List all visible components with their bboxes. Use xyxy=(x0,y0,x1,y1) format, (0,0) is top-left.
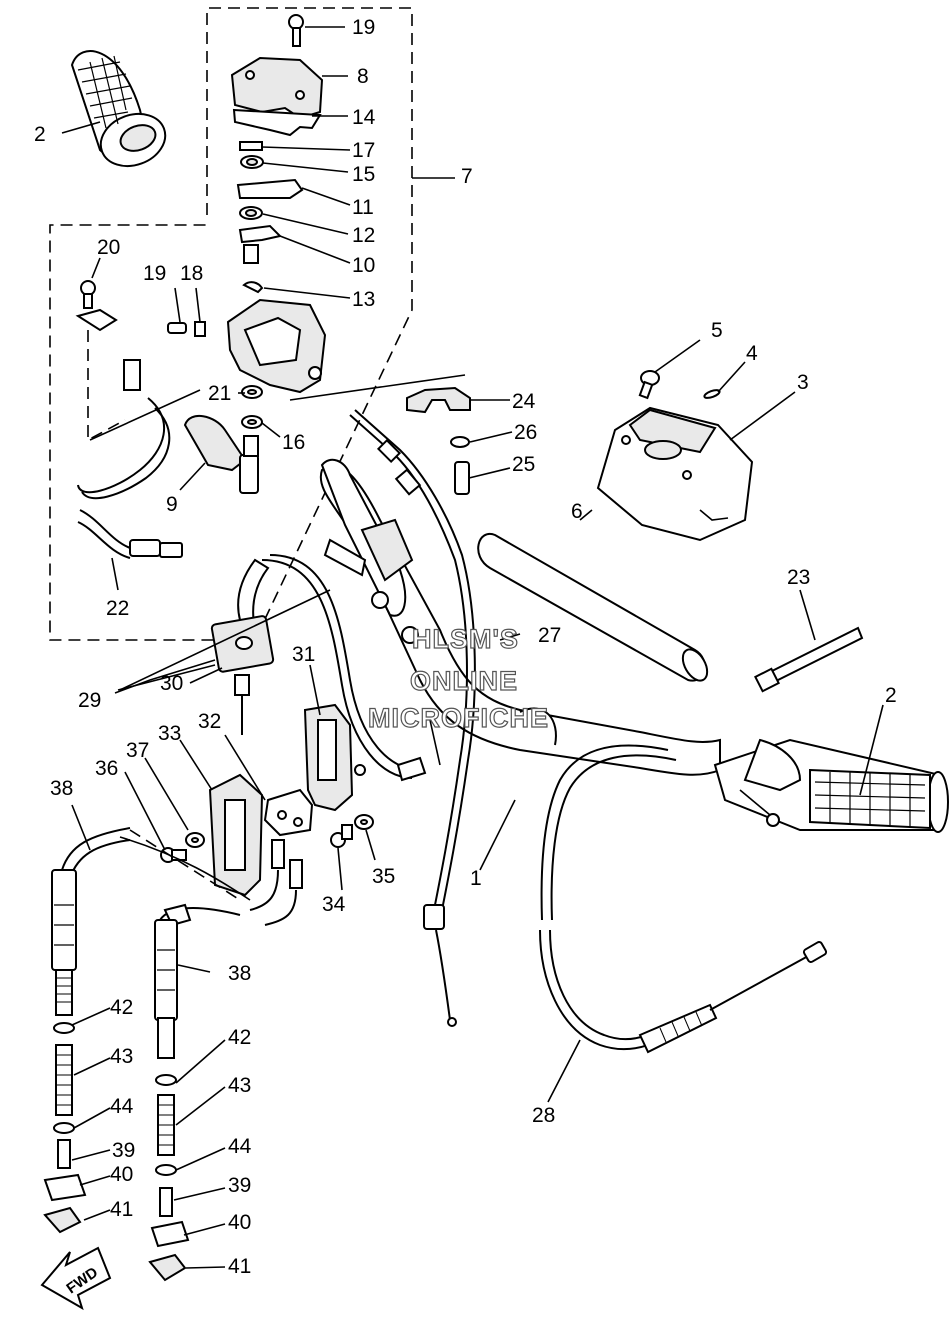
cable-28 xyxy=(539,744,828,1054)
lever-bracket-30 xyxy=(210,554,427,782)
callout-15: 15 xyxy=(352,163,375,186)
callout-19-top: 19 xyxy=(352,16,375,39)
callout-28: 28 xyxy=(532,1104,555,1127)
grip-left xyxy=(70,50,167,168)
cable-tie xyxy=(754,626,864,693)
callout-1: 1 xyxy=(470,867,482,890)
callout-29: 29 xyxy=(78,689,101,712)
callout-38-left: 38 xyxy=(50,777,73,800)
callout-25: 25 xyxy=(512,453,535,476)
callout-39-left: 39 xyxy=(112,1139,135,1162)
callout-37: 37 xyxy=(126,739,149,762)
callout-33: 33 xyxy=(158,722,181,745)
brake-switch-31 xyxy=(303,703,366,812)
watermark-line-3: MICROFICHE xyxy=(368,703,549,733)
callout-2-right: 2 xyxy=(885,684,897,707)
callout-36: 36 xyxy=(95,757,118,780)
watermark-line-2: ONLINE xyxy=(410,666,518,696)
throttle-cable xyxy=(349,409,476,1027)
callout-27: 27 xyxy=(538,624,561,647)
brake-cable-38-right xyxy=(148,903,241,1282)
screw-18-19 xyxy=(167,321,206,337)
callout-44-right: 44 xyxy=(228,1135,252,1158)
left-perch xyxy=(320,458,419,644)
grip-right xyxy=(713,738,949,833)
brake-cable-38-left xyxy=(43,827,131,1234)
callout-44-left: 44 xyxy=(110,1095,134,1118)
callout-8: 8 xyxy=(357,65,369,88)
throttle-cover xyxy=(230,56,324,120)
watermark: HLSM'S ONLINE MICROFICHE xyxy=(367,623,549,733)
handlebar-holder xyxy=(406,386,471,495)
callout-41-left: 41 xyxy=(110,1198,133,1221)
callout-30: 30 xyxy=(160,672,183,695)
callout-11: 11 xyxy=(352,196,374,219)
callout-32: 32 xyxy=(198,710,221,733)
callout-10: 10 xyxy=(352,254,375,277)
callout-labels: 1 2 2 3 4 5 6 7 8 9 10 11 12 13 14 15 16… xyxy=(34,16,897,1278)
callout-4: 4 xyxy=(746,342,758,365)
callout-42-right: 42 xyxy=(228,1026,251,1049)
screw-19-top xyxy=(288,14,304,47)
callout-6: 6 xyxy=(571,500,583,523)
switch-lead-connectors xyxy=(249,839,303,926)
callout-35: 35 xyxy=(372,865,395,888)
callout-22: 22 xyxy=(106,597,129,620)
screw-5 xyxy=(638,370,660,400)
callout-39-right: 39 xyxy=(228,1174,251,1197)
callout-41-right: 41 xyxy=(228,1255,251,1278)
switch-plate-33 xyxy=(208,773,264,897)
handlebar-pad xyxy=(477,532,709,682)
callout-43-left: 43 xyxy=(110,1045,133,1068)
callout-3: 3 xyxy=(797,371,809,394)
callout-2-left: 2 xyxy=(34,123,46,146)
throttle-switch-lead xyxy=(75,280,183,559)
callout-23: 23 xyxy=(787,566,810,589)
callout-12: 12 xyxy=(352,224,375,247)
small-parts-stack xyxy=(236,141,304,294)
dashed-connectors xyxy=(87,330,241,901)
callout-20: 20 xyxy=(97,236,120,259)
throttle-housing xyxy=(226,298,327,394)
callout-17: 17 xyxy=(352,139,375,162)
callout-16: 16 xyxy=(282,431,305,454)
watermark-line-1: HLSM'S xyxy=(412,624,519,654)
callout-19-left: 19 xyxy=(143,262,166,285)
callout-34: 34 xyxy=(322,893,346,916)
callout-40-left: 40 xyxy=(110,1163,133,1186)
callout-24: 24 xyxy=(512,390,536,413)
callout-40-right: 40 xyxy=(228,1211,251,1234)
switch-bracket-32 xyxy=(263,788,314,837)
callout-21: 21 xyxy=(208,382,231,405)
callout-38-right: 38 xyxy=(228,962,251,985)
oring-4 xyxy=(703,389,721,399)
callout-7: 7 xyxy=(461,165,473,188)
callout-18: 18 xyxy=(180,262,203,285)
callout-31: 31 xyxy=(292,643,315,666)
forward-arrow-icon: FWD xyxy=(40,1246,112,1311)
callout-13: 13 xyxy=(352,288,375,311)
callout-26: 26 xyxy=(514,421,537,444)
callout-5: 5 xyxy=(711,319,723,342)
leader-lines xyxy=(61,26,884,1269)
gasket-14 xyxy=(232,108,322,137)
handlebar-cover xyxy=(596,406,754,542)
callout-14: 14 xyxy=(352,106,376,129)
throttle-lever xyxy=(183,415,259,494)
washers-21-16 xyxy=(241,385,263,457)
callout-43-right: 43 xyxy=(228,1074,251,1097)
callout-42-left: 42 xyxy=(110,996,133,1019)
callout-9: 9 xyxy=(166,493,178,516)
